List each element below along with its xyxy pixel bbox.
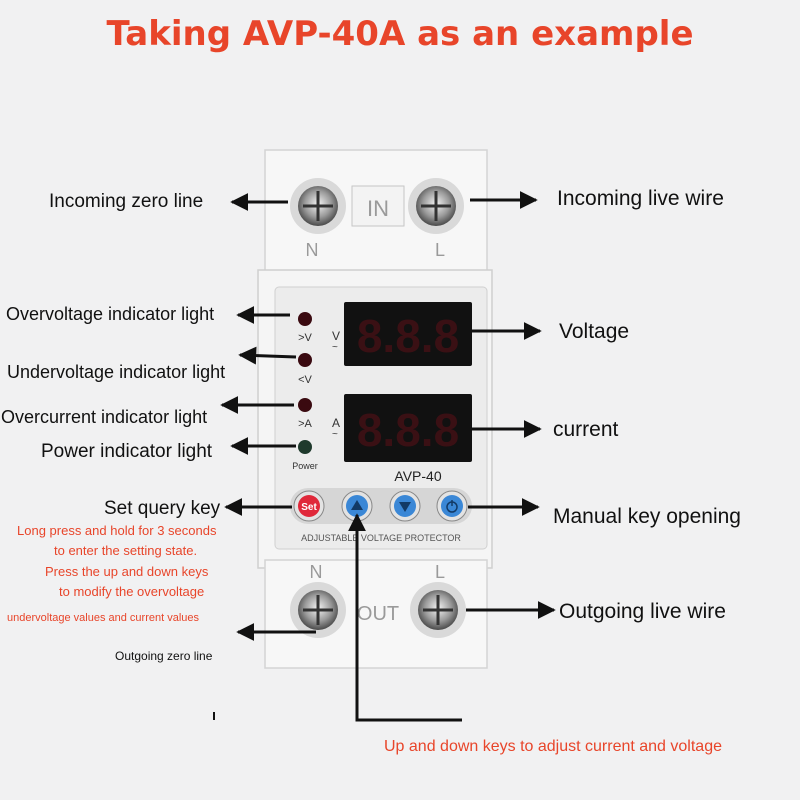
label-outgoing-live: Outgoing live wire — [559, 600, 726, 623]
in-label: IN — [367, 196, 389, 221]
note-line5: undervoltage values and current values — [7, 612, 200, 624]
label-power: Power indicator light — [41, 441, 213, 462]
voltage-digits: 8.8.8 — [357, 310, 459, 362]
voltage-display — [344, 302, 472, 366]
svg-text:Power: Power — [292, 461, 318, 471]
screw-bottom-l — [410, 582, 466, 638]
current-display — [344, 394, 472, 462]
svg-text:A: A — [332, 416, 340, 430]
label-current: current — [553, 418, 619, 441]
svg-text:>A: >A — [298, 418, 312, 430]
label-incoming-zero: Incoming zero line — [49, 191, 204, 212]
svg-text:Set: Set — [301, 502, 317, 513]
svg-text:V: V — [332, 329, 340, 343]
label-voltage: Voltage — [559, 320, 630, 343]
label-overcurrent: Overcurrent indicator light — [1, 407, 208, 427]
svg-text:N: N — [310, 562, 323, 582]
svg-text:>V: >V — [298, 332, 312, 344]
svg-text:~: ~ — [332, 342, 338, 353]
down-key — [389, 490, 421, 522]
led-under-voltage — [298, 353, 312, 367]
top-l-label: L — [435, 240, 445, 260]
svg-text:L: L — [435, 562, 445, 582]
screw-bottom-n — [290, 582, 346, 638]
led-over-voltage — [298, 312, 312, 326]
top-n-label: N — [306, 240, 319, 260]
label-incoming-live: Incoming live wire — [557, 187, 724, 210]
label-set-query: Set query key — [104, 498, 221, 519]
panel-text: ADJUSTABLE VOLTAGE PROTECTOR — [301, 533, 461, 543]
annotation-arrows — [220, 191, 556, 722]
out-label: OUT — [357, 603, 399, 625]
note-updown: Up and down keys to adjust current and v… — [384, 738, 722, 755]
note-line2: to enter the setting state. — [54, 543, 198, 558]
note-line4: to modify the overvoltage — [59, 584, 205, 599]
screw-top-n — [290, 178, 346, 234]
model-label: AVP-40 — [394, 468, 441, 484]
svg-text:<V: <V — [298, 374, 312, 386]
label-undervoltage: Undervoltage indicator light — [7, 362, 226, 382]
note-line1: Long press and hold for 3 seconds — [17, 523, 217, 538]
led-over-current — [298, 398, 312, 412]
current-digits: 8.8.8 — [357, 404, 459, 456]
set-key: Set — [293, 490, 325, 522]
led-power — [298, 440, 312, 454]
label-outgoing-zero: Outgoing zero line — [115, 649, 213, 663]
page-title: Taking AVP-40A as an example — [106, 14, 694, 54]
label-overvoltage: Overvoltage indicator light — [6, 304, 215, 324]
svg-text:~: ~ — [332, 429, 338, 440]
screw-top-l — [408, 178, 464, 234]
note-line3: Press the up and down keys — [45, 564, 209, 579]
label-manual-key: Manual key opening — [553, 505, 741, 528]
manual-key — [436, 490, 468, 522]
